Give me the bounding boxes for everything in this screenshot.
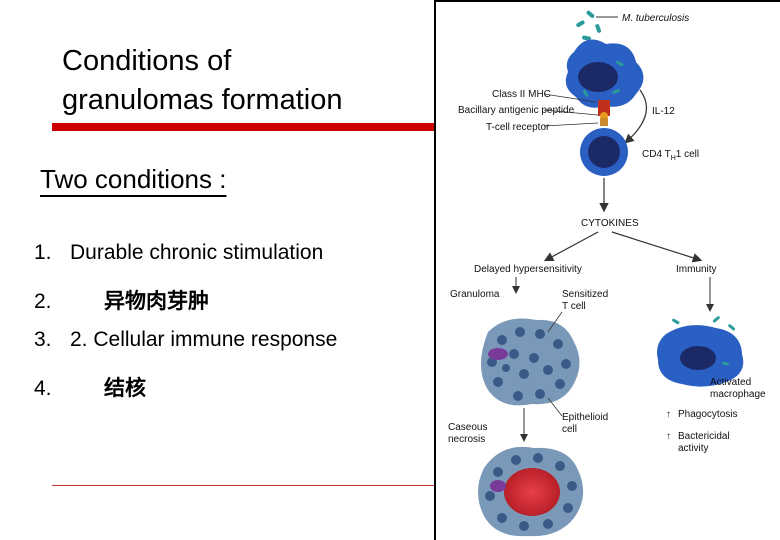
label-cd4-suffix: 1 cell [676, 149, 699, 160]
list-item: 2. 异物肉芽肿 [34, 285, 209, 315]
label-delayed-hypersensitivity: Delayed hypersensitivity [474, 264, 582, 275]
list-item: 1. Durable chronic stimulation [34, 241, 323, 265]
label-bactericidal-2: activity [678, 443, 709, 454]
label-cytokines: CYTOKINES [581, 218, 639, 229]
label-phagocytosis: Phagocytosis [678, 409, 737, 420]
title-line-2: granulomas formation [62, 84, 343, 116]
label-activated-1: Activated [710, 377, 751, 388]
label-class-ii-mhc: Class II MHC [492, 89, 551, 100]
macrophage-nucleus [578, 62, 618, 92]
label-epithelioid-2: cell [562, 424, 577, 435]
list-item: 4. 结核 [34, 372, 146, 402]
title-underline-bar [52, 123, 436, 131]
list-item-text: 异物肉芽肿 [104, 289, 209, 313]
label-sensitized-2: T cell [562, 301, 586, 312]
label-t-cell-receptor: T-cell receptor [486, 122, 550, 133]
caseous-granuloma [478, 446, 584, 537]
label-caseous-2: necrosis [448, 434, 485, 445]
subtitle: Two conditions : [40, 164, 227, 194]
label-il-12: IL-12 [652, 106, 675, 117]
label-immunity: Immunity [676, 264, 717, 275]
list-item-number: 4. [34, 377, 52, 400]
phagocytosis-up-icon: ↑ [666, 409, 671, 420]
label-cd4-subscript: H [671, 155, 676, 162]
label-activated-2: macrophage [710, 389, 766, 400]
t-cell-receptor [600, 118, 608, 126]
label-bactericidal-1: Bactericidal [678, 431, 730, 442]
list-item-number: 1. [34, 241, 52, 264]
slide-title: Conditions of granulomas formation [62, 42, 432, 120]
mhc-molecule [598, 100, 610, 116]
label-cd4-prefix: CD4 T [642, 149, 671, 160]
granuloma-cell-cluster [481, 318, 580, 406]
mycobacteria-icon [576, 10, 602, 41]
label-caseous-1: Caseous [448, 422, 487, 433]
label-m-tuberculosis: M. tuberculosis [622, 13, 689, 24]
list-item-number: 3. [34, 328, 52, 351]
bottom-divider [52, 485, 436, 486]
title-line-1: Conditions of [62, 45, 232, 77]
list-item: 3. 2. Cellular immune response [34, 328, 337, 352]
list-item-text: Durable chronic stimulation [70, 241, 324, 264]
label-sensitized-1: Sensitized [562, 289, 608, 300]
list-item-number: 2. [34, 290, 52, 313]
list-item-text: 2. Cellular immune response [70, 328, 338, 351]
granuloma-formation-figure: M. tuberculosis Class II MHC Bacillary a… [434, 0, 780, 540]
bactericidal-up-icon: ↑ [666, 431, 671, 442]
label-granuloma: Granuloma [450, 289, 500, 300]
label-antigenic-peptide: Bacillary antigenic peptide [458, 105, 575, 116]
label-epithelioid-1: Epithelioid [562, 412, 608, 423]
list-item-text: 结核 [104, 376, 146, 400]
label-cd4-th1-cell: CD4 TH1 cell [642, 149, 699, 162]
